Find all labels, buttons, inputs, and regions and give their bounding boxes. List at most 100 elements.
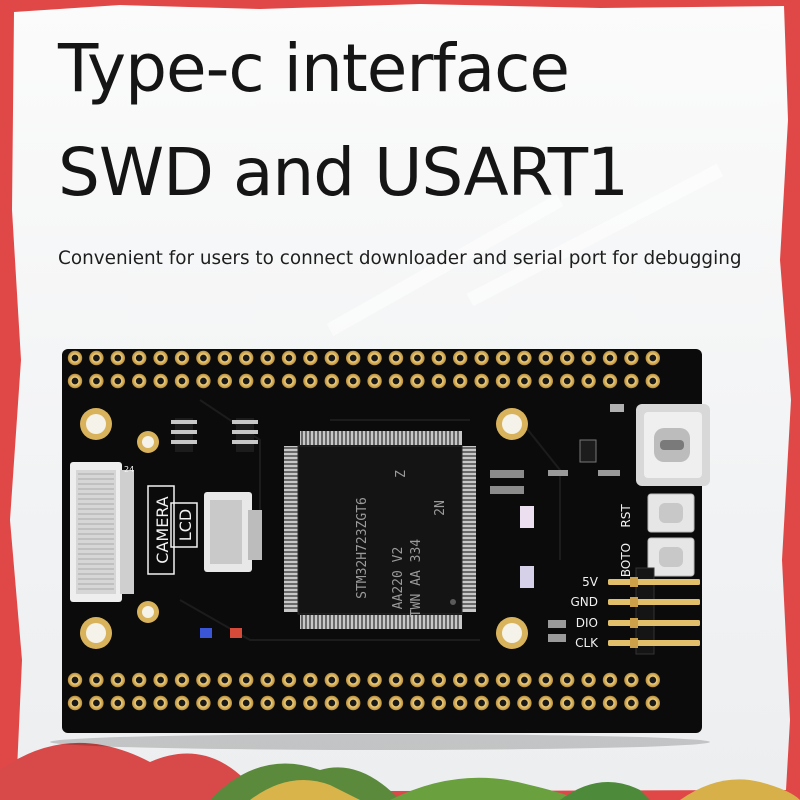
header-pad — [602, 373, 618, 389]
swd-pin-label-dio: DIO — [576, 616, 598, 630]
camera-label: CAMERA — [153, 496, 172, 564]
header-pad — [367, 373, 382, 389]
header-pad — [431, 373, 446, 389]
boot-label: BOTO — [619, 543, 633, 577]
swd-pin — [608, 620, 700, 626]
header-pad — [645, 373, 660, 389]
header-pad — [388, 695, 404, 711]
paper-streak — [326, 163, 724, 337]
header-pad — [410, 695, 425, 711]
reset-button — [647, 493, 695, 533]
header-pad — [645, 672, 660, 688]
swd-pin-labels: 5V GND DIO CLK — [570, 575, 599, 650]
chip-part-number: STM32H723ZGT6 — [355, 497, 370, 599]
swd-pin — [608, 599, 700, 605]
header-pad — [453, 672, 468, 688]
header-pad — [324, 672, 339, 688]
swd-header — [608, 567, 700, 655]
header-pad — [132, 672, 147, 688]
header-pad — [367, 695, 382, 711]
header-pad — [495, 350, 511, 366]
header-pad — [217, 373, 232, 389]
header-pad — [495, 373, 511, 389]
header-pad — [474, 672, 489, 688]
header-pad — [153, 695, 168, 711]
header-pad — [174, 672, 190, 688]
page-title-line-1: Type-c interface — [58, 30, 570, 107]
header-pad — [560, 672, 575, 688]
header-pad — [431, 350, 446, 366]
header-pad — [217, 695, 232, 711]
header-pad — [581, 373, 596, 389]
header-pad — [410, 373, 425, 389]
header-pin-rows — [67, 350, 660, 711]
boot-button — [647, 537, 695, 577]
connector-pin-number: 24 — [124, 465, 134, 474]
header-pad — [281, 350, 297, 366]
header-pad — [303, 373, 318, 389]
header-pad — [517, 695, 532, 711]
header-pad — [388, 373, 404, 389]
header-pad — [410, 350, 425, 366]
header-pad — [239, 695, 254, 711]
header-pad — [217, 672, 232, 688]
header-pad — [453, 350, 468, 366]
header-pad — [581, 672, 596, 688]
header-pad — [453, 695, 468, 711]
header-pad — [153, 350, 168, 366]
swd-pin — [608, 640, 700, 646]
usb-type-c-port — [636, 404, 710, 486]
header-pad — [110, 672, 126, 688]
header-pad — [538, 672, 553, 688]
header-pad — [89, 672, 104, 688]
chip-lot-line-2: TWN AA 334 — [409, 539, 424, 617]
header-pad — [132, 695, 147, 711]
header-pad — [560, 350, 575, 366]
header-pad — [260, 350, 275, 366]
header-pad — [560, 373, 575, 389]
header-pad — [624, 672, 639, 688]
lcd-label: LCD — [176, 509, 195, 541]
camera-fpc-connector — [70, 462, 134, 602]
header-pad — [153, 373, 168, 389]
header-pad — [474, 373, 489, 389]
header-pad — [260, 695, 275, 711]
header-pad — [217, 350, 232, 366]
header-pad — [110, 373, 126, 389]
header-pad — [495, 672, 511, 688]
header-pad — [67, 373, 83, 389]
header-pad — [67, 350, 83, 366]
header-pad — [453, 373, 468, 389]
header-pad — [67, 695, 83, 711]
header-pad — [367, 350, 382, 366]
header-pad — [346, 350, 361, 366]
header-pad — [517, 672, 532, 688]
page-title-line-2: SWD and USART1 — [58, 134, 629, 211]
header-pad — [196, 350, 211, 366]
header-pad — [388, 672, 404, 688]
header-pad — [196, 695, 211, 711]
header-pad — [602, 350, 618, 366]
board-shadow — [50, 734, 710, 750]
header-pad — [110, 695, 126, 711]
header-pad — [581, 695, 596, 711]
header-pad — [645, 695, 660, 711]
header-pad — [281, 672, 297, 688]
smd-components — [171, 404, 624, 642]
header-pad — [89, 373, 104, 389]
mounting-holes — [80, 408, 528, 649]
swd-pin-label-gnd: GND — [570, 595, 598, 609]
stm32-chip — [297, 445, 463, 615]
header-pad — [303, 695, 318, 711]
header-pad — [495, 695, 511, 711]
header-pad — [239, 373, 254, 389]
header-pad — [346, 672, 361, 688]
chip-lot-line-1: AA220 V2 — [391, 547, 406, 610]
header-pad — [303, 672, 318, 688]
header-pad — [602, 672, 618, 688]
header-pad — [239, 672, 254, 688]
header-pad — [410, 672, 425, 688]
lcd-fpc-connector — [204, 492, 262, 572]
header-pad — [110, 350, 126, 366]
header-pad — [538, 373, 553, 389]
